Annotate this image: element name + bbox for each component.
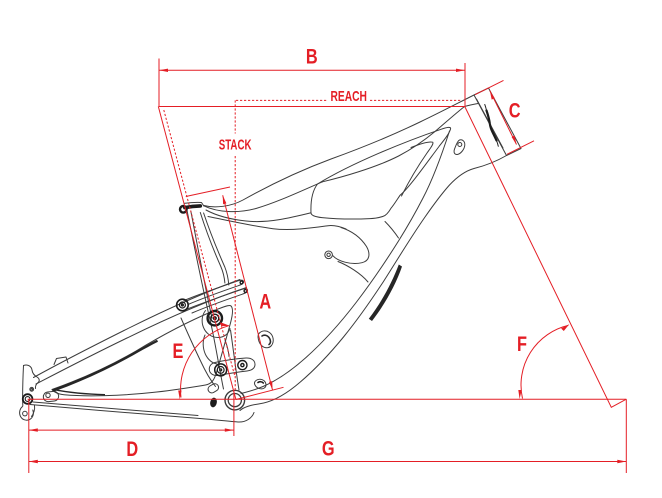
svg-text:REACH: REACH [330,87,367,105]
svg-text:B: B [306,45,318,69]
svg-text:F: F [517,333,527,357]
svg-text:G: G [322,437,335,461]
svg-text:E: E [172,340,183,364]
svg-text:C: C [509,99,521,123]
svg-text:STACK: STACK [219,137,252,153]
svg-text:D: D [126,438,138,462]
svg-text:A: A [259,291,271,315]
